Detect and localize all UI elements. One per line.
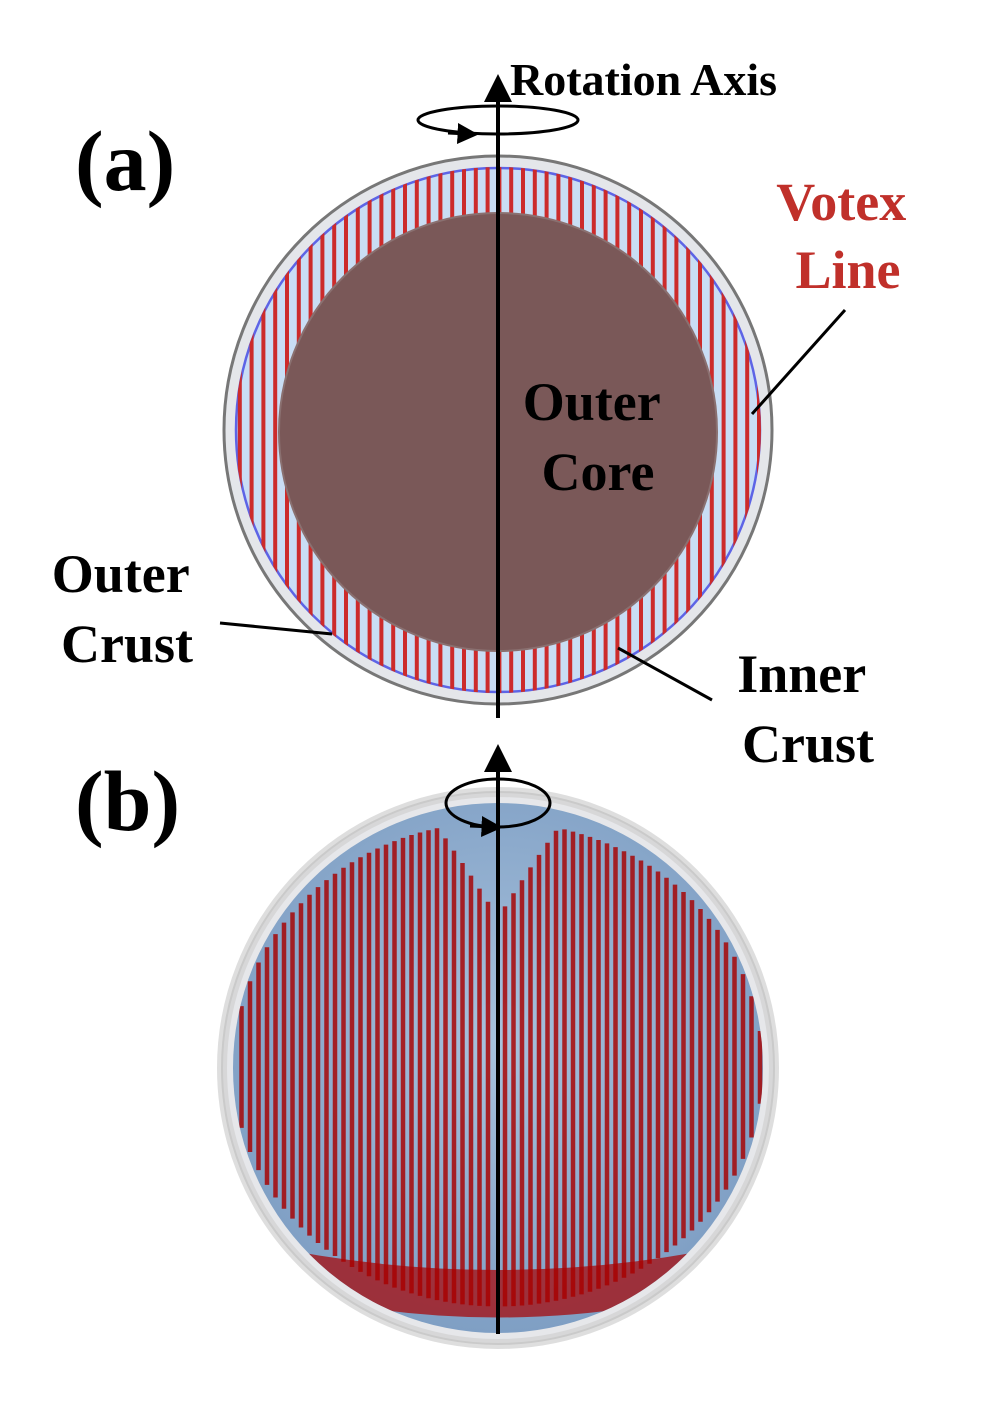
outer-core-label: Outer Core bbox=[523, 372, 673, 502]
outer-core-label-line1: Outer bbox=[523, 372, 660, 432]
outer-core-label-line2: Core bbox=[542, 442, 655, 502]
panel-a: (a) Rotation Axis Outer Core Votex Line … bbox=[52, 54, 920, 774]
outer-crust-label-line1: Outer bbox=[52, 544, 189, 604]
inner-crust-pointer bbox=[617, 646, 713, 702]
panel-a-tag: (a) bbox=[75, 113, 175, 209]
outer-crust-label: Outer Crust bbox=[52, 544, 202, 674]
inner-crust-label-line1: Inner bbox=[737, 644, 865, 704]
vortex-line-label-line1: Votex bbox=[776, 172, 906, 232]
rotation-arrow-a bbox=[447, 122, 479, 144]
panel-b: (b) bbox=[75, 744, 779, 1349]
rotation-arrow-b bbox=[469, 816, 503, 838]
rotation-axis-label: Rotation Axis bbox=[510, 54, 777, 105]
outer-crust-pointer bbox=[219, 621, 333, 636]
outer-crust-label-line2: Crust bbox=[61, 614, 193, 674]
inner-crust-label: Inner Crust bbox=[737, 644, 879, 774]
vortex-line-label-line2: Line bbox=[795, 240, 900, 300]
inner-crust-label-line2: Crust bbox=[742, 714, 874, 774]
vortex-line-pointer bbox=[750, 309, 847, 415]
panel-b-tag: (b) bbox=[75, 753, 180, 849]
vortex-line-label: Votex Line bbox=[776, 172, 920, 300]
